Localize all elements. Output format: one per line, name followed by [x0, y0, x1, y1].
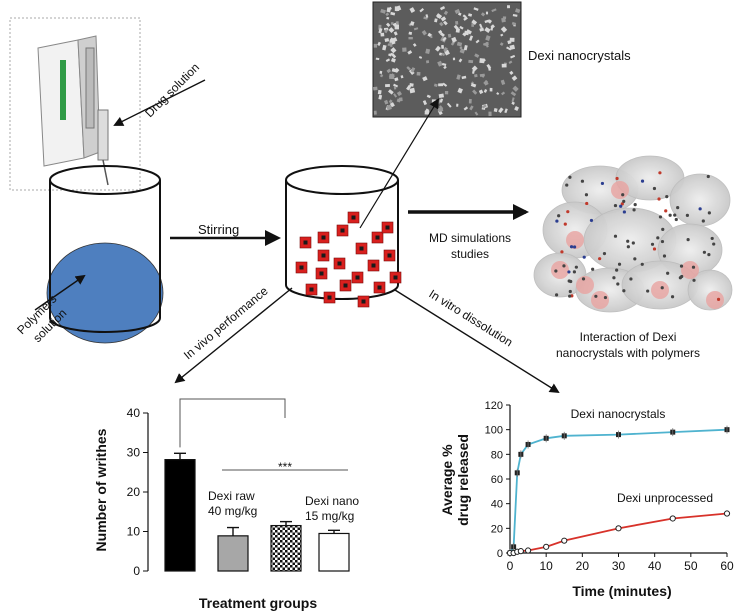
nanocrystals-caption: Dexi nanocrystals [528, 48, 631, 63]
molecule-surface-lobe [669, 173, 731, 227]
bar-chart: 0 10 20 30 40 [127, 398, 350, 578]
bar-y-tick-label: 30 [127, 446, 141, 460]
bar-ylabel: Number of writhes [93, 428, 109, 551]
charged-region [651, 281, 669, 299]
series-label-unprocessed: Dexi unprocessed [617, 491, 713, 505]
in-vivo-label: In vivo performance [181, 284, 271, 363]
charged-region [611, 181, 629, 199]
line-x-tick-label: 30 [612, 559, 626, 573]
data-point [517, 548, 524, 555]
line-y-tick-label: 60 [491, 474, 503, 486]
charged-region [591, 291, 609, 309]
line-chart: 0 20 40 60 80 100 120 0 10 20 30 40 50 60 [485, 400, 734, 573]
bar [217, 535, 249, 572]
series-label-nano: Dexi nanocrystals [571, 407, 666, 421]
interaction-label-2: nanocrystals with polymers [556, 346, 700, 360]
interaction-label-1: Interaction of Dexi [580, 330, 677, 344]
line-xlabel: Time (minutes) [572, 583, 671, 599]
significance-label: *** [278, 460, 292, 474]
drug-solution-label: Drug solution [142, 60, 202, 120]
line-x-tick-label: 60 [720, 559, 734, 573]
polymers-solution-pointer [34, 274, 86, 311]
charged-region [706, 291, 724, 309]
series-line [509, 428, 728, 554]
drug-solution-pointer [113, 79, 206, 126]
dexi-nano-label-2: 15 mg/kg [305, 509, 354, 523]
line-y-tick-label: 20 [491, 523, 503, 535]
dexi-raw-label-2: 40 mg/kg [208, 504, 257, 518]
data-point [561, 537, 568, 544]
bar [270, 524, 302, 572]
bar-y-tick-label: 0 [133, 564, 140, 578]
data-point [615, 525, 622, 532]
charged-region [566, 231, 584, 249]
beaker-polymers [46, 165, 164, 344]
dexi-raw-label-1: Dexi raw [208, 489, 255, 503]
line-x-tick-label: 20 [576, 559, 590, 573]
in-vivo-arrow [174, 287, 293, 384]
line-ylabel-1: Average % [439, 444, 455, 516]
stirring-label: Stirring [198, 222, 239, 237]
md-simulations-label-2: studies [451, 247, 489, 261]
sem-pointer-arrow [359, 98, 440, 229]
bar [164, 459, 196, 572]
data-point [723, 510, 731, 517]
charged-region [576, 276, 594, 294]
bar [318, 532, 350, 572]
line-y-tick-label: 40 [491, 499, 503, 511]
line-y-tick-label: 120 [485, 400, 503, 412]
molecular-surface-image [533, 155, 733, 313]
data-point [524, 547, 532, 554]
bar-y-tick-label: 40 [127, 406, 141, 420]
bar-y-tick-label: 10 [127, 525, 141, 539]
line-y-tick-label: 0 [497, 548, 503, 560]
line-x-tick-label: 10 [539, 559, 553, 573]
significance-bracket [179, 398, 286, 448]
md-simulations-label-1: MD simulations [429, 231, 511, 245]
charged-region [551, 261, 569, 279]
sem-image [372, 1, 522, 118]
charged-region [681, 261, 699, 279]
nanocrystal-cubes [295, 211, 402, 308]
line-x-tick-label: 50 [684, 559, 698, 573]
line-ylabel-2: drug released [455, 434, 471, 526]
bar-xlabel: Treatment groups [199, 595, 317, 611]
data-point [669, 515, 676, 522]
dexi-nano-label-1: Dexi nano [305, 494, 359, 508]
syringe-pump-icon [9, 17, 141, 191]
line-x-tick-label: 0 [507, 559, 514, 573]
line-y-tick-label: 100 [485, 425, 503, 437]
line-x-tick-label: 40 [648, 559, 662, 573]
bar-y-tick-label: 20 [127, 485, 141, 499]
series-line [510, 512, 728, 554]
data-point [543, 543, 550, 550]
in-vitro-arrow [394, 289, 560, 394]
line-y-tick-label: 80 [491, 449, 503, 461]
